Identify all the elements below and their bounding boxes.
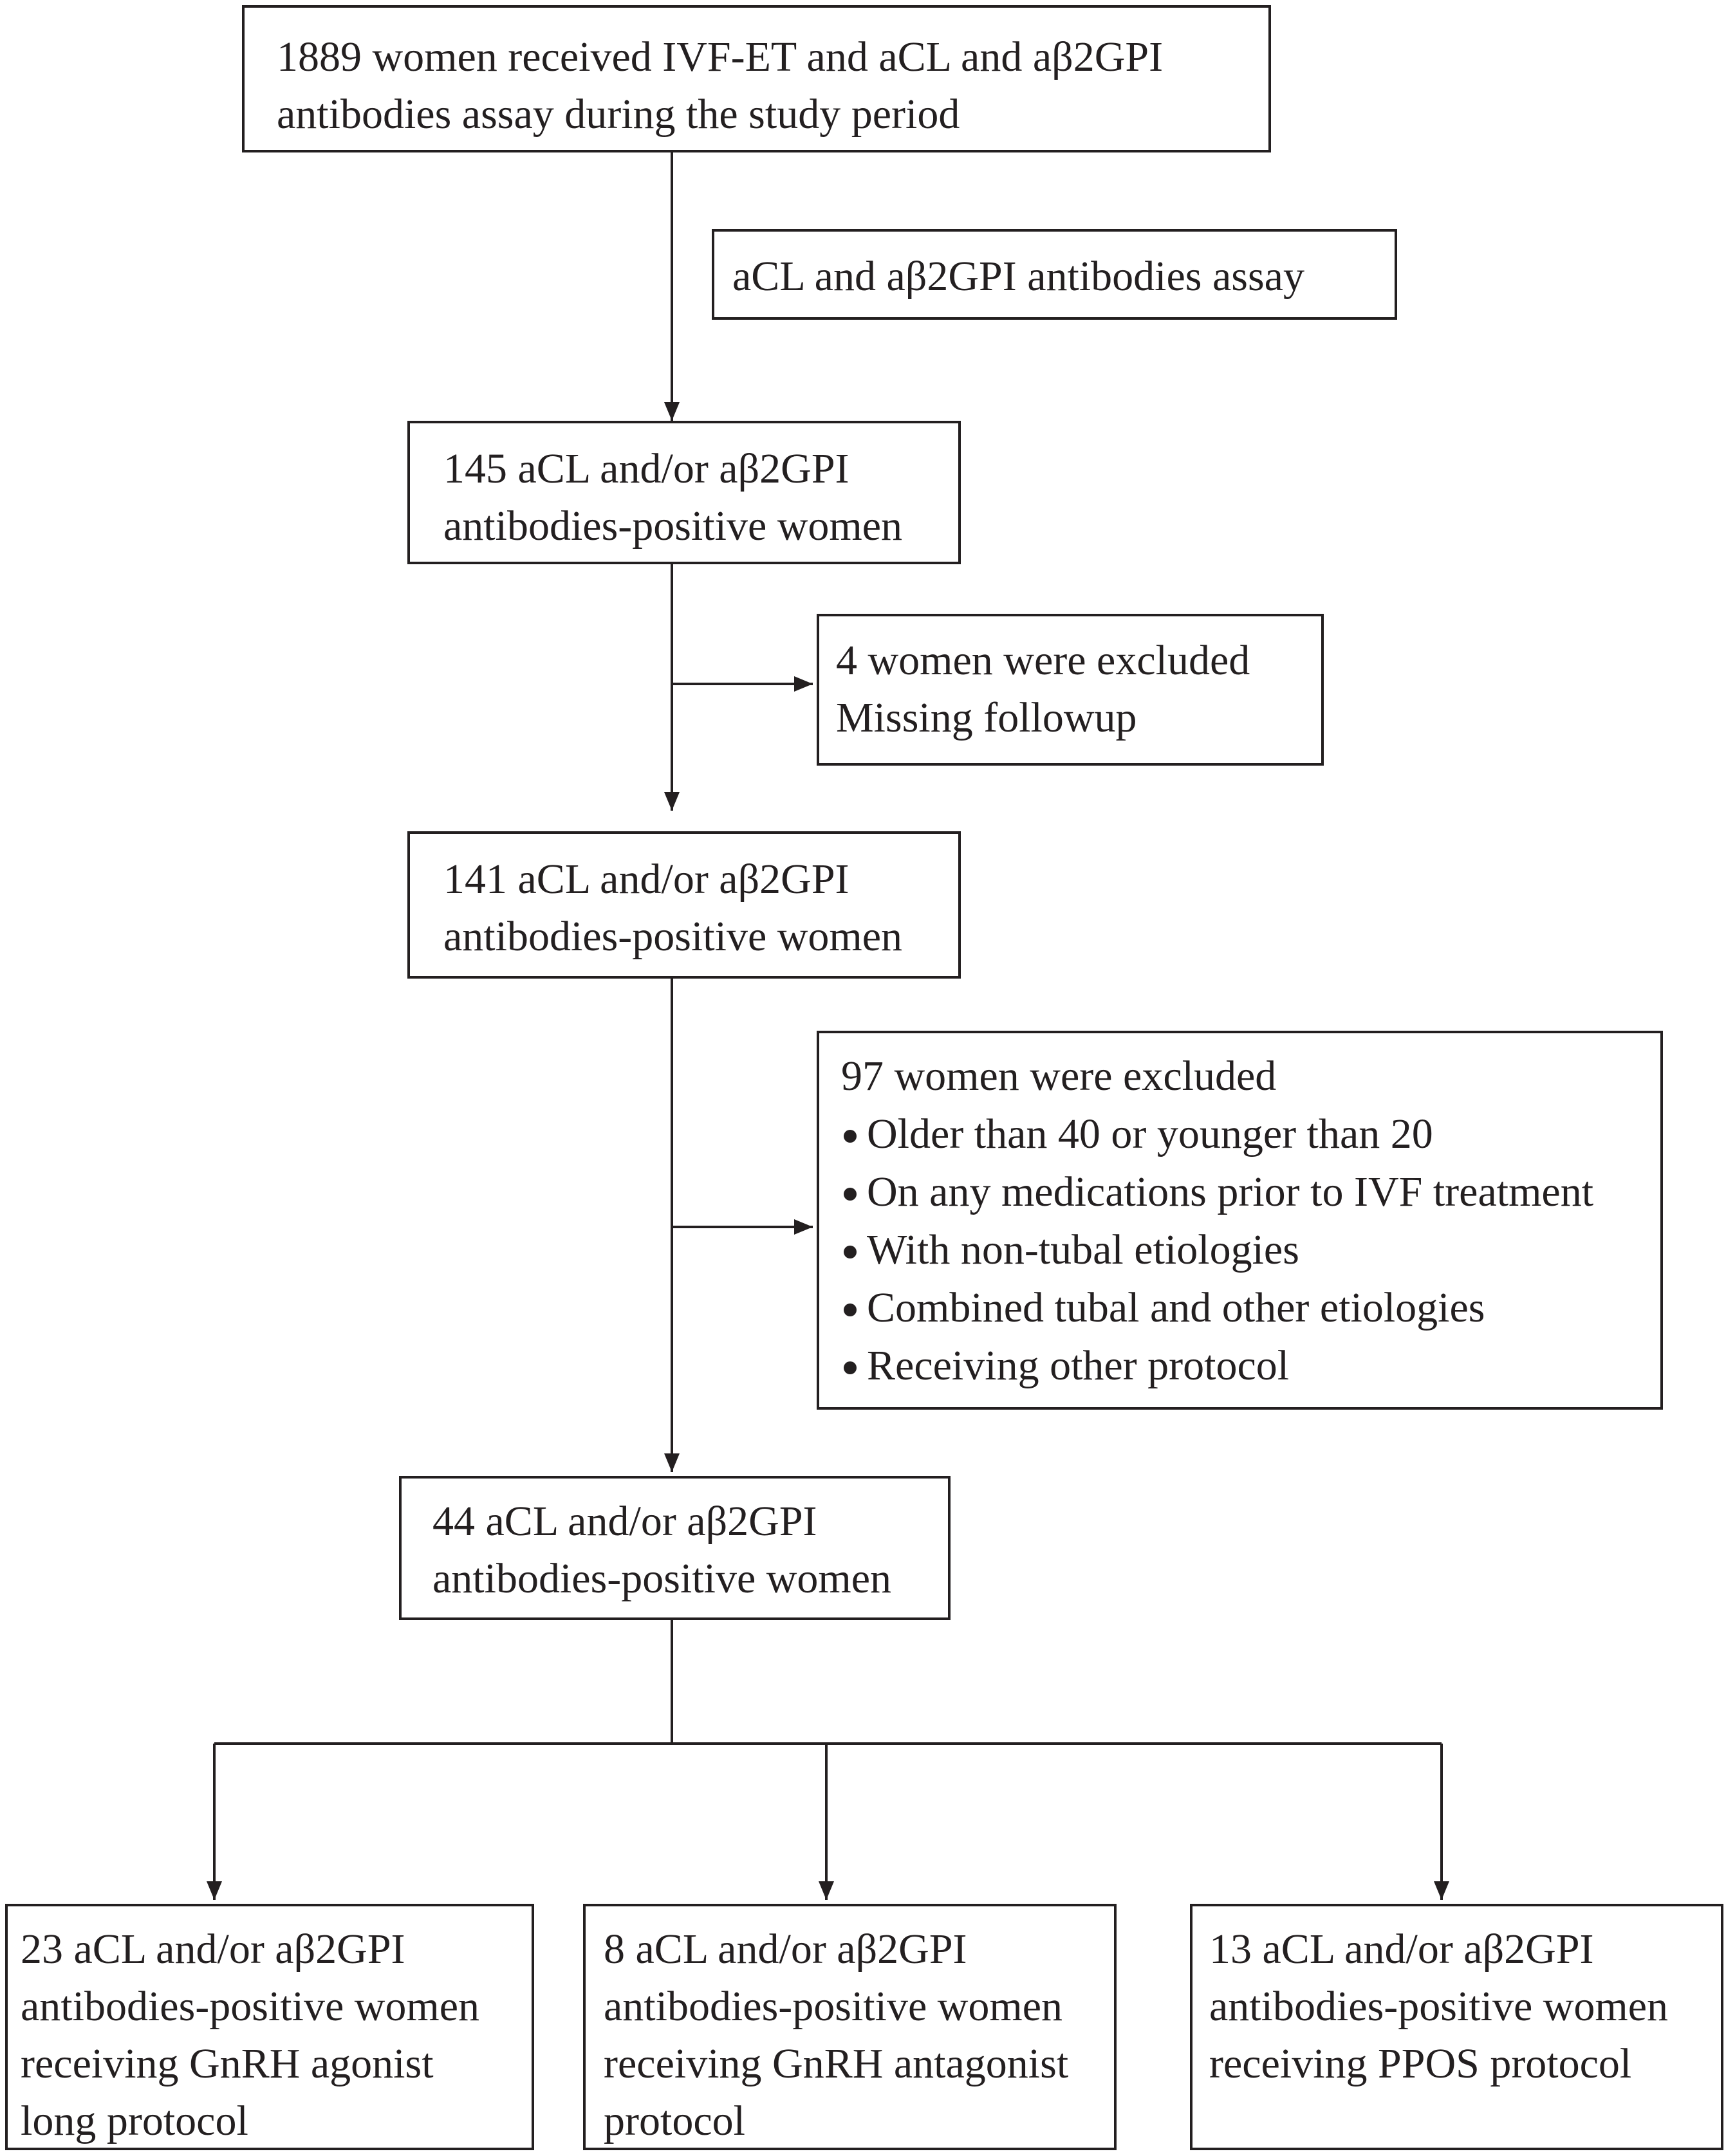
box-positive-145-line-2: antibodies-positive women <box>443 502 903 549</box>
exclusion-criterion-text: On any medications prior to IVF treatmen… <box>867 1168 1594 1215</box>
box-gnrh-antagonist-group-line-3: receiving GnRH antagonist <box>604 2040 1069 2087</box>
box-antibody-assay-line-1: aCL and aβ2GPI antibodies assay <box>732 253 1304 300</box>
box-positive-44-line-2: antibodies-positive women <box>432 1555 892 1602</box>
bullet-icon <box>844 1361 857 1374</box>
box-positive-145-line-1: 145 aCL and/or aβ2GPI <box>443 445 849 492</box>
box-positive-44: 44 aCL and/or aβ2GPI antibodies-positive… <box>399 1476 951 1620</box>
box-study-population-line-2: antibodies assay during the study period <box>277 91 960 138</box>
box-gnrh-agonist-group-line-4: long protocol <box>21 2097 248 2144</box>
box-study-population-line-1: 1889 women received IVF-ET and aCL and a… <box>277 33 1164 80</box>
box-excluded-4-line-1: 4 women were excluded <box>836 637 1250 684</box>
box-antibody-assay: aCL and aβ2GPI antibodies assay <box>712 229 1397 320</box>
box-ppos-group: 13 aCL and/or aβ2GPI antibodies-positive… <box>1190 1904 1723 2150</box>
box-excluded-97-title: 97 women were excluded <box>841 1053 1277 1100</box>
exclusion-criterion-text: Older than 40 or younger than 20 <box>867 1110 1433 1157</box>
exclusion-criterion: Combined tubal and other etiologies <box>841 1279 1660 1337</box>
box-gnrh-agonist-group-line-3: receiving GnRH agonist <box>21 2040 434 2087</box>
box-gnrh-agonist-group-line-1: 23 aCL and/or aβ2GPI <box>21 1926 405 1973</box>
bullet-icon <box>844 1304 857 1316</box>
box-positive-141: 141 aCL and/or aβ2GPI antibodies-positiv… <box>407 831 961 979</box>
exclusion-criterion-text: Receiving other protocol <box>867 1342 1290 1389</box>
exclusion-criterion: Receiving other protocol <box>841 1337 1660 1395</box>
box-excluded-4: 4 women were excluded Missing followup <box>817 614 1324 766</box>
exclusion-criterion-text: Combined tubal and other etiologies <box>867 1284 1485 1331</box>
box-excluded-4-line-2: Missing followup <box>836 694 1137 741</box>
box-gnrh-agonist-group: 23 aCL and/or aβ2GPI antibodies-positive… <box>5 1904 534 2150</box>
bullet-icon <box>844 1130 857 1143</box>
box-study-population: 1889 women received IVF-ET and aCL and a… <box>242 5 1271 152</box>
box-ppos-group-line-1: 13 aCL and/or aβ2GPI <box>1209 1926 1594 1973</box>
box-gnrh-antagonist-group: 8 aCL and/or aβ2GPI antibodies-positive … <box>583 1904 1117 2150</box>
bullet-icon <box>844 1246 857 1258</box>
box-ppos-group-line-3: receiving PPOS protocol <box>1209 2040 1632 2087</box>
box-gnrh-agonist-group-line-2: antibodies-positive women <box>21 1983 480 2030</box>
box-gnrh-antagonist-group-line-1: 8 aCL and/or aβ2GPI <box>604 1926 967 1973</box>
box-positive-141-line-2: antibodies-positive women <box>443 913 903 960</box>
box-excluded-97: 97 women were excluded Older than 40 or … <box>817 1031 1663 1410</box>
box-ppos-group-line-2: antibodies-positive women <box>1209 1983 1669 2030</box>
box-positive-141-line-1: 141 aCL and/or aβ2GPI <box>443 856 849 903</box>
exclusion-criterion-text: With non-tubal etiologies <box>867 1226 1299 1273</box>
exclusion-criterion: Older than 40 or younger than 20 <box>841 1105 1660 1163</box>
exclusion-criterion: On any medications prior to IVF treatmen… <box>841 1163 1660 1221</box>
box-gnrh-antagonist-group-line-4: protocol <box>604 2097 745 2144</box>
box-positive-145: 145 aCL and/or aβ2GPI antibodies-positiv… <box>407 421 961 564</box>
box-positive-44-line-1: 44 aCL and/or aβ2GPI <box>432 1498 817 1545</box>
box-gnrh-antagonist-group-line-2: antibodies-positive women <box>604 1983 1063 2030</box>
arrowheads <box>207 402 1449 1900</box>
bullet-icon <box>844 1188 857 1201</box>
exclusion-criterion: With non-tubal etiologies <box>841 1221 1660 1279</box>
